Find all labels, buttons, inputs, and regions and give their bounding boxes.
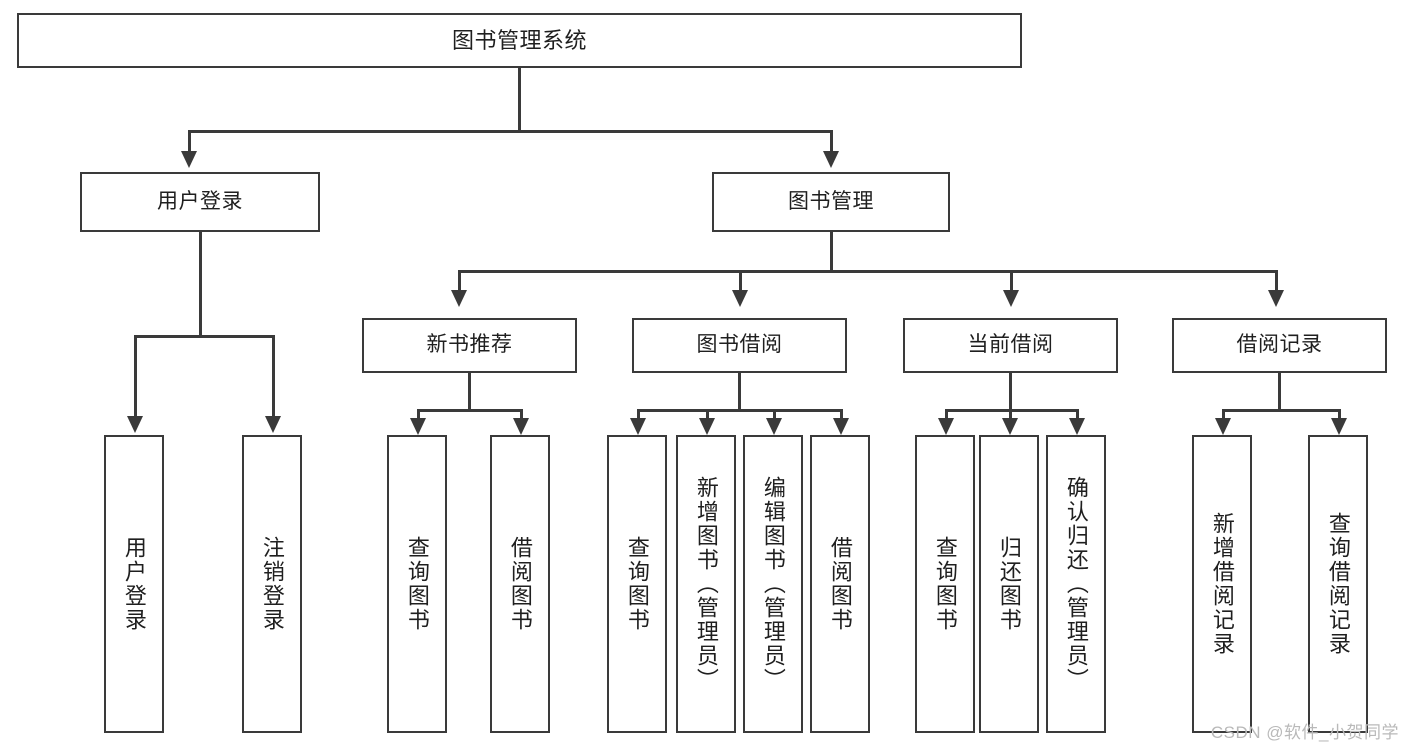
leaf-label: 查询图书 [932,536,958,632]
leaf-new-book-recommend-borrow-book[interactable]: 借阅图书 [490,435,550,733]
arrowhead-nbr-leaf1 [410,418,426,435]
node-new-book-recommend[interactable]: 新书推荐 [362,318,577,373]
node-borrow-record[interactable]: 借阅记录 [1172,318,1387,373]
connector-cb-leaf2 [1009,409,1012,421]
connector-bb-leaf1 [637,409,640,421]
arrowhead-br-leaf2 [1331,418,1347,435]
leaf-borrow-record-query-record[interactable]: 查询借阅记录 [1308,435,1368,733]
node-current-borrow[interactable]: 当前借阅 [903,318,1118,373]
connector-book-borrow-bar [637,409,842,412]
connector-book-management-stem [830,232,833,272]
leaf-label: 编辑图书（管理员） [760,476,786,692]
arrowhead-new-book-recommend [451,290,467,307]
leaf-user-login-login[interactable]: 用户登录 [104,435,164,733]
arrowhead-leaf-user-login [127,416,143,433]
leaf-borrow-record-add-record[interactable]: 新增借阅记录 [1192,435,1252,733]
connector-nbr-leaf2 [520,409,523,421]
connector-user-login-leaf1 [134,335,137,418]
node-label: 新书推荐 [426,333,513,357]
leaf-label: 借阅图书 [827,536,853,632]
connector-root-stem [518,68,521,130]
arrowhead-bb-leaf2 [699,418,715,435]
node-label: 图书管理 [788,189,874,213]
connector-book-borrow-stem [738,373,741,410]
connector-root-to-user-login [188,130,191,153]
arrowhead-cb-leaf3 [1069,418,1085,435]
leaf-label: 查询借阅记录 [1325,512,1351,656]
connector-borrow-record-bar [1222,409,1341,412]
node-label: 用户登录 [157,189,243,213]
arrowhead-nbr-leaf2 [513,418,529,435]
node-root-book-management-system[interactable]: 图书管理系统 [17,13,1022,68]
connector-to-borrow-record [1275,270,1278,292]
arrowhead-borrow-record [1268,290,1284,307]
connector-root-to-book-management [830,130,833,153]
connector-user-login-stem [199,232,202,335]
node-book-management[interactable]: 图书管理 [712,172,950,232]
connector-new-book-recommend-stem [468,373,471,410]
connector-root-bar [188,130,833,133]
leaf-book-borrow-query-book[interactable]: 查询图书 [607,435,667,733]
connector-bb-leaf3 [773,409,776,421]
connector-user-login-bar [134,335,275,338]
node-label: 当前借阅 [967,333,1054,357]
arrowhead-bb-leaf3 [766,418,782,435]
leaf-book-borrow-add-book-admin[interactable]: 新增图书（管理员） [676,435,736,733]
node-label: 图书借阅 [696,333,783,357]
leaf-book-borrow-edit-book-admin[interactable]: 编辑图书（管理员） [743,435,803,733]
node-user-login[interactable]: 用户登录 [80,172,320,232]
node-book-borrow[interactable]: 图书借阅 [632,318,847,373]
arrowhead-user-login [181,151,197,168]
arrowhead-bb-leaf1 [630,418,646,435]
leaf-label: 注销登录 [259,536,285,632]
leaf-current-borrow-query-book[interactable]: 查询图书 [915,435,975,733]
connector-user-login-leaf2 [272,335,275,418]
leaf-user-login-logout[interactable]: 注销登录 [242,435,302,733]
connector-to-current-borrow [1010,270,1013,292]
leaf-current-borrow-return-book[interactable]: 归还图书 [979,435,1039,733]
node-label: 借阅记录 [1236,333,1323,357]
connector-to-book-borrow [739,270,742,292]
connector-new-book-recommend-bar [417,409,523,412]
connector-bb-leaf4 [840,409,843,421]
connector-cb-leaf1 [945,409,948,421]
leaf-current-borrow-confirm-return-admin[interactable]: 确认归还（管理员） [1046,435,1106,733]
leaf-book-borrow-borrow-book[interactable]: 借阅图书 [810,435,870,733]
arrowhead-cb-leaf2 [1002,418,1018,435]
leaf-label: 借阅图书 [507,536,533,632]
leaf-label: 查询图书 [624,536,650,632]
watermark-text: CSDN @软件_小贺同学 [1210,723,1399,742]
connector-bb-leaf2 [706,409,709,421]
connector-br-leaf1 [1222,409,1225,421]
leaf-label: 归还图书 [996,536,1022,632]
node-label: 图书管理系统 [451,27,587,53]
leaf-label: 新增图书（管理员） [693,476,719,692]
connector-br-leaf2 [1338,409,1341,421]
connector-to-new-book-recommend [458,270,461,292]
connector-current-borrow-stem [1009,373,1012,410]
connector-borrow-record-stem [1278,373,1281,410]
arrowhead-leaf-logout-login [265,416,281,433]
arrowhead-br-leaf1 [1215,418,1231,435]
leaf-label: 查询图书 [404,536,430,632]
connector-nbr-leaf1 [417,409,420,421]
leaf-label: 新增借阅记录 [1209,512,1235,656]
arrowhead-current-borrow [1003,290,1019,307]
leaf-new-book-recommend-query-book[interactable]: 查询图书 [387,435,447,733]
arrowhead-book-borrow [732,290,748,307]
leaf-label: 用户登录 [121,536,147,632]
connector-cb-leaf3 [1076,409,1079,421]
connector-book-management-bar [458,270,1277,273]
arrowhead-bb-leaf4 [833,418,849,435]
leaf-label: 确认归还（管理员） [1063,476,1089,692]
arrowhead-book-management [823,151,839,168]
arrowhead-cb-leaf1 [938,418,954,435]
